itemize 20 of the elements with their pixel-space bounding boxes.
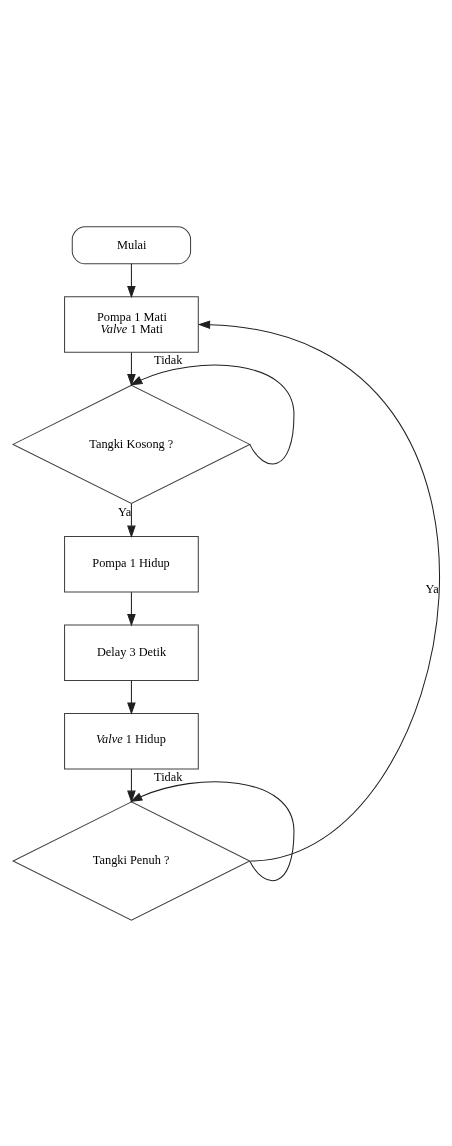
node-box: Valve 1 Hidup — [63, 712, 199, 769]
edge-label: Ya — [425, 581, 439, 596]
edge-label: Ya — [117, 504, 131, 519]
arrow — [126, 351, 136, 386]
arrow — [129, 780, 294, 881]
arrow — [126, 502, 136, 538]
arrow — [126, 262, 136, 298]
edge-label: Tidak — [153, 769, 182, 784]
node-box: Mulai — [71, 225, 191, 264]
arrow — [197, 319, 439, 862]
arrow — [126, 768, 136, 803]
node-box: Delay 3 Detik — [63, 623, 199, 681]
arrow — [126, 591, 136, 626]
edge-label: Tidak — [153, 352, 182, 367]
node-box: Pompa 1 Hidup — [63, 535, 199, 593]
arrow — [126, 679, 136, 715]
arrow — [129, 364, 294, 464]
node-diamond: Tangki Kosong ? — [11, 384, 251, 504]
node-diamond: Tangki Penuh ? — [11, 800, 251, 921]
node-box: Pompa 1 Mati Valve 1 Mati — [63, 295, 199, 353]
